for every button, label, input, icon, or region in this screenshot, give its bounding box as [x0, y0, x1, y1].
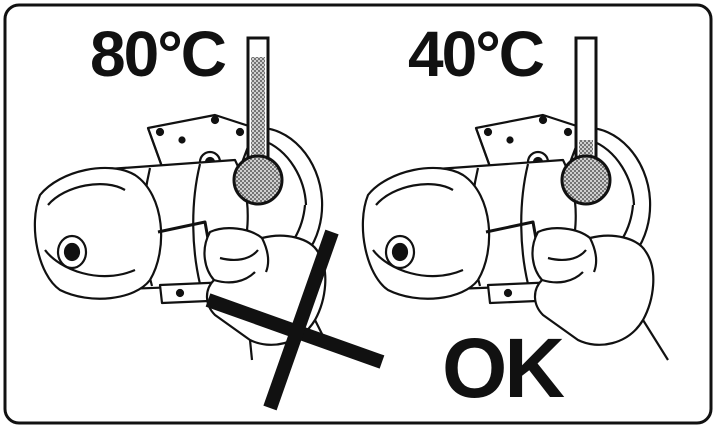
- left-motor-illustration: [33, 113, 331, 361]
- temperature-label-hot: 80°C: [90, 18, 227, 90]
- left-thermometer: [232, 36, 284, 206]
- right-thermometer: [560, 36, 612, 206]
- ok-verdict-label: OK: [442, 321, 565, 415]
- wrong-cross-mark: [205, 229, 385, 411]
- right-motor-illustration: [361, 113, 669, 361]
- temperature-label-normal: 40°C: [408, 18, 545, 90]
- diagram-frame: [3, 3, 713, 425]
